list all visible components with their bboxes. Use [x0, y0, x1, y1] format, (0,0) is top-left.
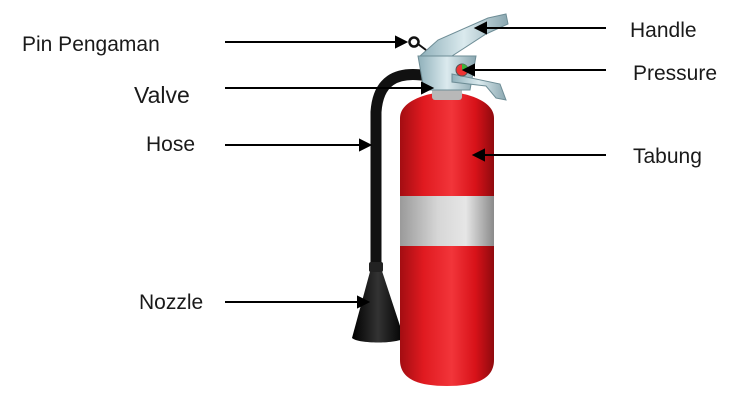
nozzle-collar: [369, 262, 383, 272]
label-pressure: Pressure: [633, 62, 718, 85]
nozzle-shape: [352, 268, 404, 343]
cylinder-band: [400, 196, 494, 246]
safety-pin-ring: [408, 36, 420, 48]
label-valve: Valve: [134, 82, 190, 108]
label-tabung: Tabung: [633, 145, 702, 168]
leader-lines: [225, 21, 606, 309]
label-nozzle: Nozzle: [139, 291, 204, 314]
lower-lever: [451, 73, 507, 101]
label-pin-pengaman: Pin Pengaman: [22, 33, 160, 56]
handle-lever: [418, 13, 509, 57]
label-hose: Hose: [146, 133, 196, 156]
hose-shape: [370, 69, 434, 276]
label-handle: Handle: [630, 19, 697, 42]
